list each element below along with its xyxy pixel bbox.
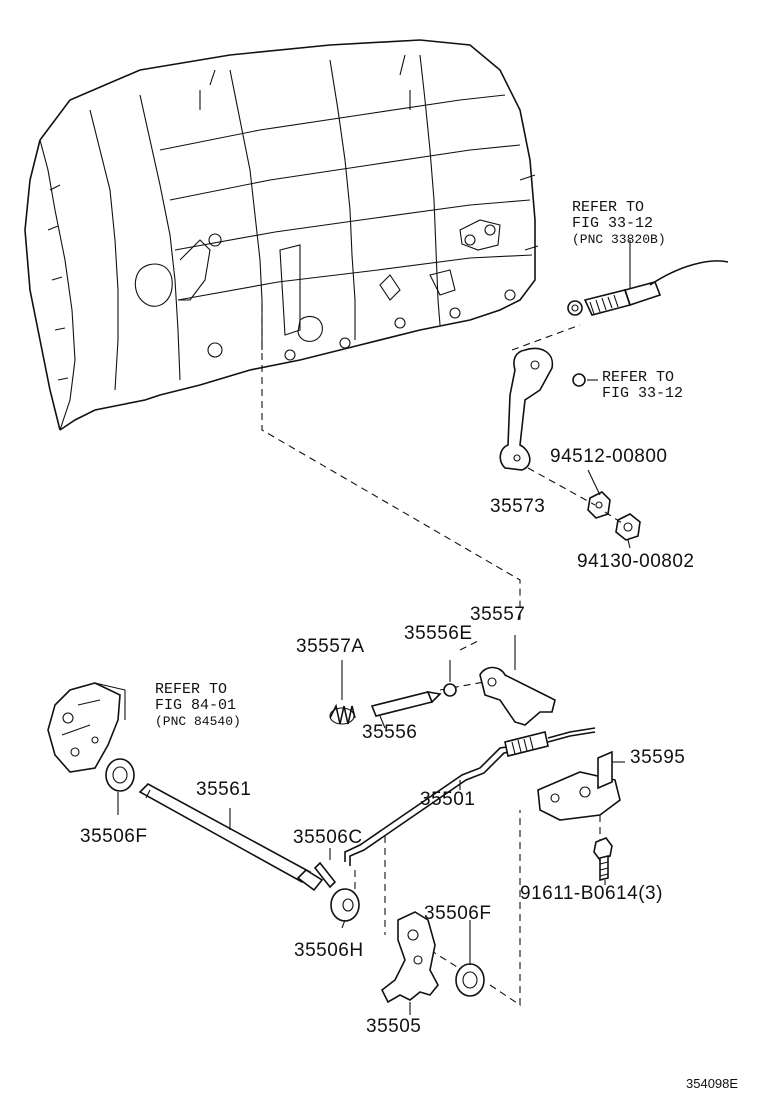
part-label-35556: 35556 [362, 722, 418, 743]
label-leaders [117, 469, 631, 1015]
cable-ref-line1: REFER TO [572, 199, 645, 216]
spring-35557A [329, 660, 356, 725]
part-label-35557A: 35557A [296, 636, 365, 657]
part-label-94130-00802: 94130-00802 [577, 551, 695, 572]
switch-ref-label: REFER TO FIG 84-01 (PNC 84540) [155, 682, 241, 730]
switch-ref-line2: FIG 84-01 [155, 697, 237, 714]
part-label-35505: 35505 [366, 1016, 422, 1037]
nut-ref-label: REFER TO FIG 33-12 [602, 370, 683, 402]
rod-35501 [344, 727, 596, 866]
lever-35557 [479, 635, 556, 726]
neutral-start-switch [47, 682, 126, 773]
part-label-35506C: 35506C [293, 827, 363, 848]
bracket-35595 [537, 750, 625, 821]
nut-94130 [615, 513, 641, 541]
oil-seal-35506F-right [455, 963, 485, 997]
figure-code: 354098E [686, 1076, 739, 1091]
washer-94512 [587, 491, 611, 519]
part-label-35595: 35595 [630, 747, 686, 768]
transmission-assembly [24, 39, 539, 431]
bolt-91611 [593, 837, 613, 882]
bracket-35573 [499, 347, 554, 471]
shift-cable [567, 240, 729, 316]
e-ring-35556E [443, 660, 457, 697]
nut-ref [572, 373, 598, 387]
part-label-35556E: 35556E [404, 623, 473, 644]
part-label-35573: 35573 [490, 496, 546, 517]
part-label-91611-B0614: 91611-B0614(3) [520, 883, 663, 904]
pin-35506C [313, 861, 337, 889]
shaft-35561 [138, 783, 324, 892]
collar-35506H [330, 888, 360, 922]
nut-ref-line1: REFER TO [602, 369, 675, 386]
part-label-35557: 35557 [470, 604, 526, 625]
part-label-35506F-right: 35506F [424, 903, 492, 924]
switch-ref-line3: (PNC 84540) [155, 714, 241, 729]
part-label-35501: 35501 [420, 789, 476, 810]
part-label-35506F-left: 35506F [80, 826, 148, 847]
pin-35556 [370, 690, 442, 729]
detent-plate-35505 [380, 911, 439, 1004]
cable-ref-label: REFER TO FIG 33-12 (PNC 33820B) [572, 200, 666, 248]
nut-ref-line2: FIG 33-12 [602, 385, 684, 402]
cable-ref-line2: FIG 33-12 [572, 215, 654, 232]
part-label-94512-00800: 94512-00800 [550, 446, 668, 467]
cable-ref-line3: (PNC 33820B) [572, 232, 666, 247]
part-label-35561: 35561 [196, 779, 252, 800]
part-label-35506H: 35506H [294, 940, 364, 961]
switch-ref-line1: REFER TO [155, 681, 228, 698]
oil-seal-35506F-left [105, 758, 135, 792]
